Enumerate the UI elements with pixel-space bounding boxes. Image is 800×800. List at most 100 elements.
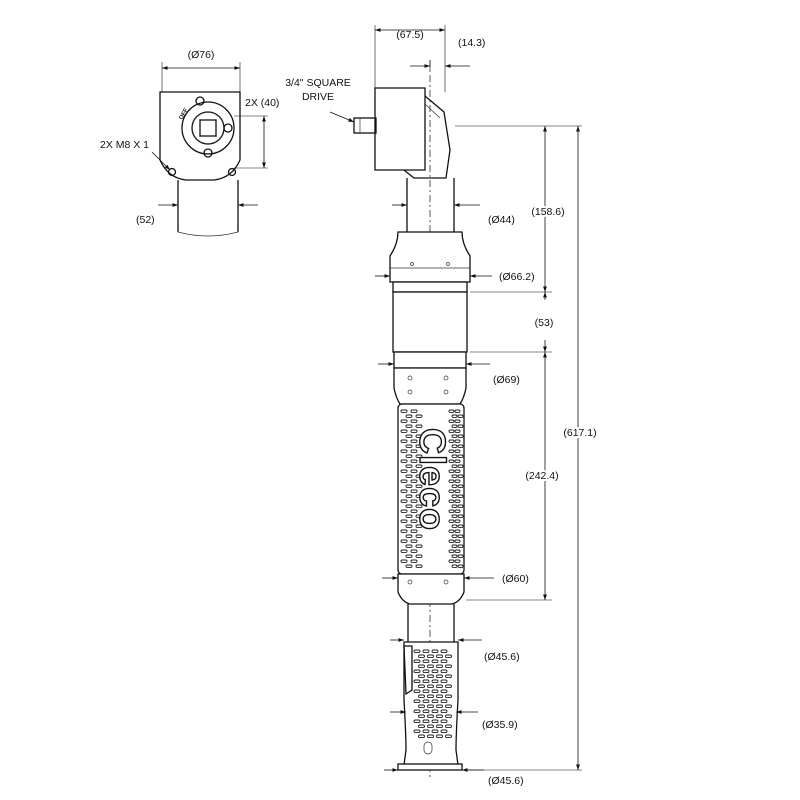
neck-diameter-label: (Ø44) xyxy=(488,214,515,226)
grip-texture xyxy=(415,454,423,458)
grip-texture xyxy=(440,709,448,714)
grip-texture xyxy=(448,559,455,563)
grip-texture xyxy=(415,424,423,428)
grip-texture xyxy=(410,519,418,523)
grip-texture xyxy=(454,419,461,423)
grip-texture xyxy=(440,679,448,684)
grip-texture xyxy=(445,664,452,669)
grip-texture xyxy=(410,559,418,563)
grip-texture xyxy=(451,454,458,458)
grip-texture xyxy=(448,439,455,443)
grip-texture xyxy=(400,549,408,553)
grip-texture xyxy=(415,464,423,468)
handle-end-diameter-label: (Ø45.6) xyxy=(488,775,524,787)
grip-texture xyxy=(405,464,413,468)
grip-texture xyxy=(457,564,464,568)
grip-texture xyxy=(427,684,434,689)
grip-texture xyxy=(457,544,464,548)
grip-texture xyxy=(400,429,408,433)
grip-texture xyxy=(454,429,461,433)
grip-texture xyxy=(400,449,408,453)
grip-texture xyxy=(448,459,455,463)
grip-texture xyxy=(457,524,464,528)
grip-texture xyxy=(457,474,464,478)
grip-texture xyxy=(436,654,443,659)
grip-texture xyxy=(400,419,408,423)
grip-texture xyxy=(436,714,443,719)
grip-texture xyxy=(451,434,458,438)
grip-texture xyxy=(422,679,430,684)
grip-texture xyxy=(457,514,464,518)
grip-texture xyxy=(436,664,443,669)
grip-texture xyxy=(410,529,418,533)
grip-bottom-diameter-label: (Ø60) xyxy=(502,573,529,585)
handle-top-diameter-label: (Ø45.6) xyxy=(484,651,520,663)
grip-texture xyxy=(445,704,452,709)
grip-texture xyxy=(427,704,434,709)
grip-texture xyxy=(427,694,434,699)
grip-texture xyxy=(410,439,418,443)
grip-texture xyxy=(413,659,421,664)
grip-texture xyxy=(445,734,452,739)
grip-texture xyxy=(415,484,423,488)
grip-texture xyxy=(457,444,464,448)
grip-texture xyxy=(413,719,421,724)
grip-texture xyxy=(415,504,423,508)
grip-texture xyxy=(451,514,458,518)
grip-texture xyxy=(451,464,458,468)
grip-texture xyxy=(448,549,455,553)
grip-texture xyxy=(440,649,448,654)
grip-texture xyxy=(457,554,464,558)
grip-texture xyxy=(410,539,418,543)
dimension-labels: (Ø76) 2X (40) 2X M8 X 1 (52) 3/4" SQUARE… xyxy=(100,29,599,787)
grip-texture xyxy=(405,544,413,548)
grip-texture xyxy=(448,539,455,543)
grip-texture xyxy=(410,449,418,453)
grip-texture xyxy=(415,514,423,518)
grip-texture xyxy=(451,524,458,528)
grip-texture xyxy=(413,689,421,694)
grip-texture xyxy=(405,534,413,538)
grip-texture xyxy=(451,554,458,558)
grip-texture xyxy=(415,434,423,438)
brand-logo: Cleco xyxy=(412,428,453,531)
grip-texture xyxy=(445,724,452,729)
grip-texture xyxy=(451,474,458,478)
grip-texture xyxy=(400,529,408,533)
grip-texture xyxy=(418,684,425,689)
grip-texture xyxy=(422,729,430,734)
grip-texture xyxy=(410,459,418,463)
grip-texture xyxy=(454,509,461,513)
segment-upper-label: (158.6) xyxy=(531,206,564,218)
bolt-spacing-label: 2X (40) xyxy=(245,97,279,109)
grip-top-diameter-label: (Ø69) xyxy=(493,374,520,386)
head-length-label: (67.5) xyxy=(396,29,423,41)
grip-texture xyxy=(400,469,408,473)
grip-texture xyxy=(454,459,461,463)
grip-texture xyxy=(405,524,413,528)
grip-texture xyxy=(454,529,461,533)
grip-texture xyxy=(448,449,455,453)
grip-texture xyxy=(415,534,423,538)
grip-texture xyxy=(413,729,421,734)
grip-texture xyxy=(431,709,439,714)
grip-texture xyxy=(405,554,413,558)
grip-texture xyxy=(451,534,458,538)
grip-texture xyxy=(436,734,443,739)
grip-texture xyxy=(454,559,461,563)
grip-texture xyxy=(410,419,418,423)
grip-texture xyxy=(422,649,430,654)
grip-texture xyxy=(457,434,464,438)
grip-texture xyxy=(410,469,418,473)
grip-texture xyxy=(431,689,439,694)
drive-note-line-2: DRIVE xyxy=(302,91,334,103)
grip-texture xyxy=(440,729,448,734)
grip-texture xyxy=(427,674,434,679)
grip-texture xyxy=(405,484,413,488)
grip-texture xyxy=(445,684,452,689)
grip-texture xyxy=(413,669,421,674)
grip-texture xyxy=(418,724,425,729)
grip-texture xyxy=(405,414,413,418)
grip-texture xyxy=(400,489,408,493)
grip-texture xyxy=(415,474,423,478)
